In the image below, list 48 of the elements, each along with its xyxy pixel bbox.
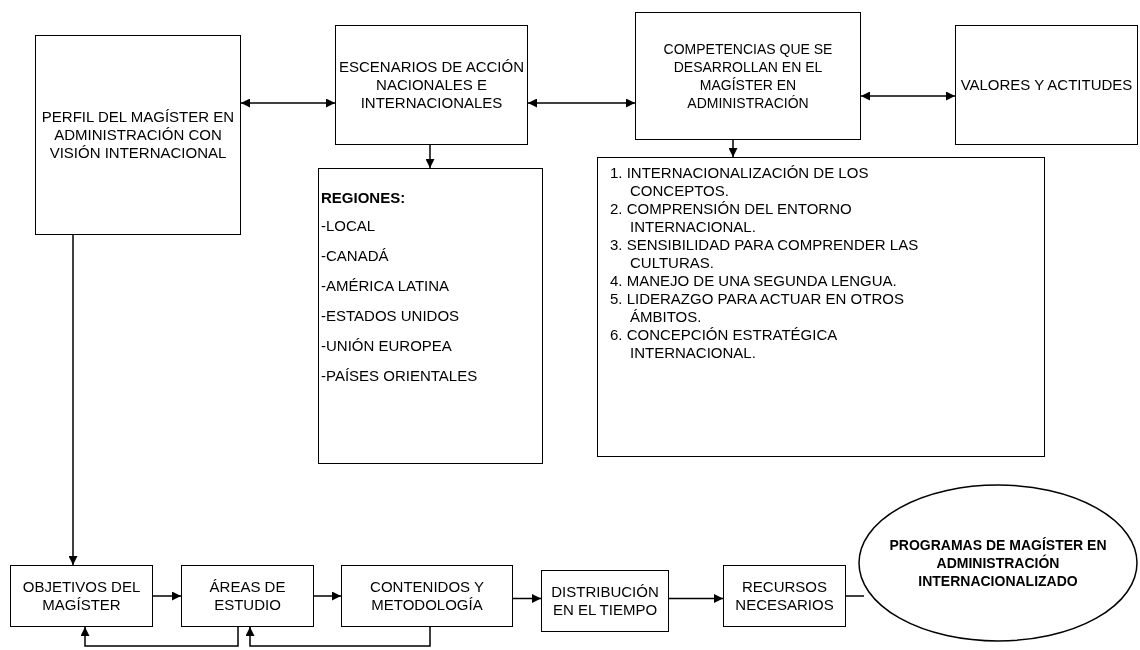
list-heading: REGIONES:: [321, 189, 406, 207]
box-label: VALORES Y ACTITUDES: [960, 76, 1133, 94]
process-box: [723, 565, 846, 627]
process-box: [955, 25, 1138, 145]
process-box: [635, 12, 861, 140]
box-label: ÁREAS DE ESTUDIO: [208, 578, 287, 614]
box-label: RECURSOS NECESARIOS: [734, 578, 835, 614]
list-box: [318, 168, 543, 464]
list-item: 3. SENSIBILIDAD PARA COMPRENDER LAS CULTURAS.: [610, 236, 920, 272]
list-item: -CANADÁ: [321, 247, 389, 265]
arrow: [313, 591, 342, 601]
arrow: [425, 144, 435, 169]
process-box: [341, 565, 513, 627]
list-item: 2. COMPRENSIÓN DEL ENTORNO INTERNACIONAL.: [610, 200, 853, 236]
list-item: 5. LIDERAZGO PARA ACTUAR EN OTROS ÁMBITOS.: [610, 290, 905, 326]
arrow: [240, 98, 336, 108]
list-item: -PAÍSES ORIENTALES: [321, 367, 478, 385]
arrow: [80, 626, 239, 647]
arrow: [860, 91, 956, 101]
box-label: CONTENIDOS Y METODOLOGÍA: [369, 578, 485, 614]
arrow: [68, 234, 78, 566]
ellipse-label: PROGRAMAS DE MAGÍSTER EN ADMINISTRACIÓN INTERNACIONALIZADO: [888, 536, 1108, 590]
list-item: 6. CONCEPCIÓN ESTRATÉGICA INTERNACIONAL.: [610, 326, 838, 362]
process-box: [335, 25, 528, 145]
box-label: ESCENARIOS DE ACCIÓN NACIONALES E INTERNACIONALES: [338, 58, 525, 112]
arrow: [152, 591, 182, 601]
arrow: [668, 594, 724, 603]
list-item: -LOCAL: [321, 217, 376, 235]
list-item: -ESTADOS UNIDOS: [321, 307, 460, 325]
box-label: COMPETENCIAS QUE SE DESARROLLAN EN EL MAGÍSTER EN ADMINISTRACIÓN: [662, 40, 834, 112]
connector-line: [845, 595, 865, 597]
result-ellipse: [858, 484, 1138, 642]
box-label: PERFIL DEL MAGÍSTER EN ADMINISTRACIÓN CON VISIÓN INTERNACIONAL: [40, 108, 236, 162]
list-item: -UNIÓN EUROPEA: [321, 337, 452, 355]
box-label: OBJETIVOS DEL MAGÍSTER: [21, 578, 142, 614]
process-box: [35, 35, 241, 235]
list-item: 4. MANEJO DE UNA SEGUNDA LENGUA.: [610, 272, 898, 290]
process-box: [541, 570, 669, 632]
process-box: [10, 565, 153, 627]
list-item: 1. INTERNACIONALIZACIÓN DE LOS CONCEPTOS.: [610, 164, 870, 200]
arrow: [245, 626, 431, 647]
arrow: [728, 139, 738, 158]
arrow: [512, 594, 542, 603]
list-item: -AMÉRICA LATINA: [321, 277, 450, 295]
list-box: [597, 157, 1045, 457]
arrow: [527, 98, 636, 108]
process-box: [181, 565, 314, 627]
box-label: DISTRIBUCIÓN EN EL TIEMPO: [550, 583, 660, 619]
